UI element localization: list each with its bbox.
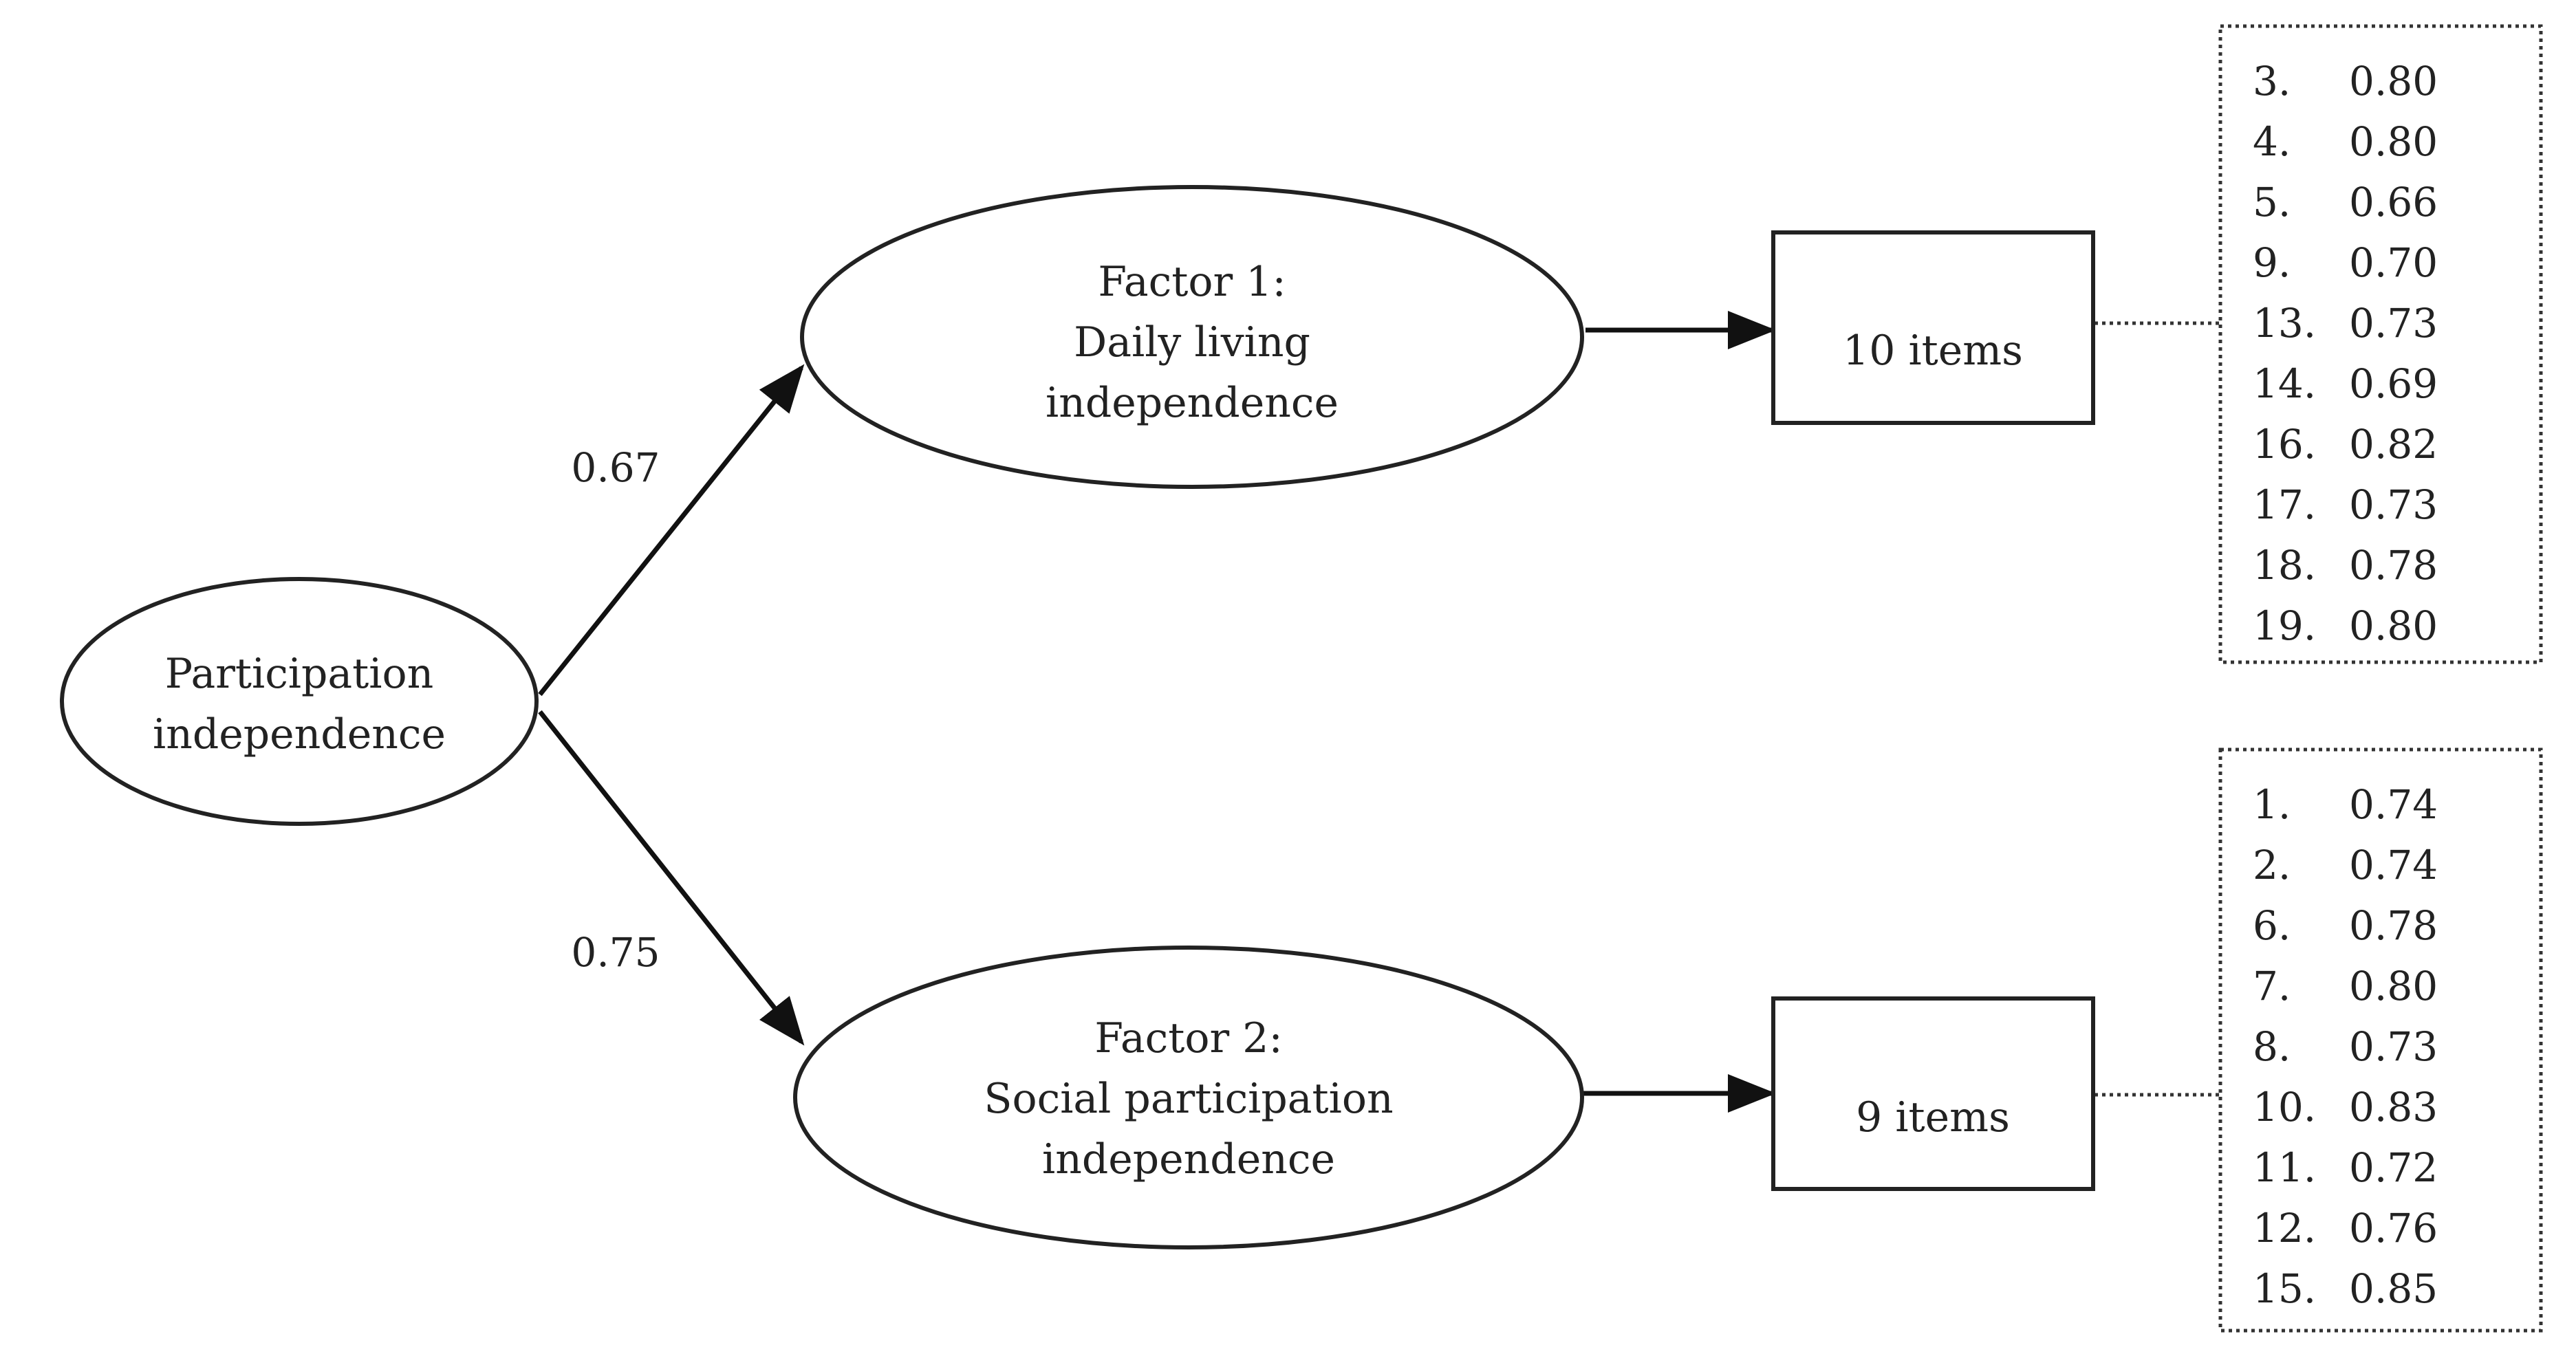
items-box-factor2-label: 9 items xyxy=(1856,1093,2010,1142)
loadings-list-factor2: 1. 0.74 2. 0.74 6. 0.78 7. 0.80 8. 0.73 10. 0.83 11.… xyxy=(2253,781,2438,1312)
node-factor1-daily-living: Factor 1: Daily living independence xyxy=(800,185,1584,489)
loading-item-number: 11. xyxy=(2253,1144,2316,1191)
loading-item-number: 10. xyxy=(2253,1084,2316,1131)
node-participation-independence: Participation independence xyxy=(60,577,539,826)
loading-item-number: 6. xyxy=(2253,902,2291,949)
loading-value: 0.76 xyxy=(2349,1205,2438,1252)
loading-item-number: 3. xyxy=(2253,58,2291,105)
node-root-line-2: independence xyxy=(153,710,446,758)
loading-row-factor2: 1. 0.74 xyxy=(2253,781,2438,828)
loading-row-factor1: 13. 0.73 xyxy=(2253,300,2438,347)
loadings-box-factor2 xyxy=(2218,747,2543,1333)
loading-row-factor1: 16. 0.82 xyxy=(2253,421,2438,468)
loading-item-number: 12. xyxy=(2253,1205,2316,1252)
loading-value: 0.82 xyxy=(2349,421,2438,468)
loading-value: 0.74 xyxy=(2349,842,2438,888)
loadings-box-factor1 xyxy=(2218,24,2543,664)
loading-value: 0.80 xyxy=(2349,963,2438,1009)
loading-item-number: 4. xyxy=(2253,118,2291,165)
loading-item-number: 14. xyxy=(2253,360,2316,407)
items-box-factor1: 10 items xyxy=(1771,230,2095,425)
loading-row-factor2: 10. 0.83 xyxy=(2253,1084,2438,1131)
loading-item-number: 2. xyxy=(2253,842,2291,888)
loading-item-number: 1. xyxy=(2253,781,2291,828)
loading-value: 0.69 xyxy=(2349,360,2438,407)
loading-row-factor1: 19. 0.80 xyxy=(2253,602,2438,649)
loading-row-factor1: 9. 0.70 xyxy=(2253,239,2438,286)
loading-value: 0.80 xyxy=(2349,58,2438,105)
loading-item-number: 16. xyxy=(2253,421,2316,468)
items-box-factor2: 9 items xyxy=(1771,996,2095,1191)
loading-item-number: 19. xyxy=(2253,602,2316,649)
loadings-list-factor1: 3. 0.80 4. 0.80 5. 0.66 9. 0.70 13. 0.73 14. 0.69 16… xyxy=(2253,58,2438,649)
loading-value: 0.73 xyxy=(2349,1023,2438,1070)
loading-row-factor1: 14. 0.69 xyxy=(2253,360,2438,407)
loading-row-factor1: 18. 0.78 xyxy=(2253,542,2438,589)
loading-row-factor1: 3. 0.80 xyxy=(2253,58,2438,105)
loading-value: 0.80 xyxy=(2349,118,2438,165)
loading-row-factor2: 8. 0.73 xyxy=(2253,1023,2438,1070)
loading-row-factor2: 12. 0.76 xyxy=(2253,1205,2438,1252)
loading-value: 0.66 xyxy=(2349,179,2438,226)
loading-item-number: 9. xyxy=(2253,239,2291,286)
loading-row-factor1: 5. 0.66 xyxy=(2253,179,2438,226)
loading-item-number: 17. xyxy=(2253,481,2316,528)
loading-row-factor2: 7. 0.80 xyxy=(2253,963,2438,1009)
node-factor2-social-participation: Factor 2: Social participation independe… xyxy=(793,946,1584,1249)
loading-row-factor2: 15. 0.85 xyxy=(2253,1265,2438,1312)
loading-value: 0.72 xyxy=(2349,1144,2438,1191)
loading-value: 0.83 xyxy=(2349,1084,2438,1131)
loading-row-factor1: 4. 0.80 xyxy=(2253,118,2438,165)
loading-item-number: 18. xyxy=(2253,542,2316,589)
loading-item-number: 8. xyxy=(2253,1023,2291,1070)
path-coefficient-factor1: 0.67 xyxy=(571,444,660,491)
loading-value: 0.78 xyxy=(2349,542,2438,589)
loading-value: 0.85 xyxy=(2349,1265,2438,1312)
node-factor2-line-3: independence xyxy=(1042,1135,1335,1183)
loading-row-factor2: 11. 0.72 xyxy=(2253,1144,2438,1191)
loading-item-number: 5. xyxy=(2253,179,2291,226)
node-factor2-line-1: Factor 2: xyxy=(1094,1014,1282,1062)
loading-item-number: 13. xyxy=(2253,300,2316,347)
node-factor1-line-3: independence xyxy=(1046,379,1339,427)
node-factor2-line-2: Social participation xyxy=(984,1075,1393,1123)
loading-item-number: 15. xyxy=(2253,1265,2316,1312)
node-factor1-line-1: Factor 1: xyxy=(1098,258,1286,306)
path-root-to-factor2-arrow xyxy=(538,710,805,1046)
node-root-line-1: Participation xyxy=(165,650,433,698)
items-box-factor1-label: 10 items xyxy=(1843,327,2023,375)
loading-value: 0.78 xyxy=(2349,902,2438,949)
path-coefficient-factor2: 0.75 xyxy=(571,929,660,976)
loading-item-number: 7. xyxy=(2253,963,2291,1009)
loading-value: 0.70 xyxy=(2349,239,2438,286)
loading-value: 0.80 xyxy=(2349,602,2438,649)
loading-value: 0.74 xyxy=(2349,781,2438,828)
loading-row-factor2: 6. 0.78 xyxy=(2253,902,2438,949)
loading-value: 0.73 xyxy=(2349,481,2438,528)
node-factor1-line-2: Daily living xyxy=(1074,318,1310,367)
loading-value: 0.73 xyxy=(2349,300,2438,347)
loading-row-factor1: 17. 0.73 xyxy=(2253,481,2438,528)
loading-row-factor2: 2. 0.74 xyxy=(2253,842,2438,888)
path-root-to-factor1-arrow xyxy=(538,364,805,697)
